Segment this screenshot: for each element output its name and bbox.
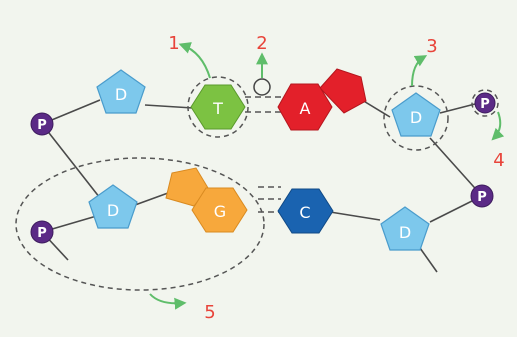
thymine-base: T (190, 84, 246, 130)
callout-2: 2 (256, 33, 267, 54)
bond-d1-t (144, 104, 194, 109)
adenine-label: A (300, 99, 311, 118)
sugar-2-label: D (410, 108, 422, 127)
arrow-5 (149, 293, 187, 310)
phosphate-4: P (30, 220, 54, 244)
callout-arrows (149, 42, 505, 310)
highlight-ring-bond (253, 78, 271, 96)
bond-a-d2 (361, 99, 391, 118)
sugar-2: D (391, 92, 441, 137)
sugar-1: D (96, 69, 146, 114)
callout-1: 1 (168, 33, 179, 54)
cytosine-hexagon (277, 188, 334, 234)
phosphate-3-label: P (477, 190, 487, 205)
highlight-ring-phosphate (471, 89, 499, 117)
callout-4: 4 (493, 150, 504, 171)
phosphate-2: P (474, 92, 496, 114)
highlight-ring-thymine (187, 76, 249, 138)
bond-d2-p4 (439, 103, 476, 114)
adenine-pentagon (319, 68, 367, 114)
cytosine-label: C (299, 203, 310, 222)
callout-3: 3 (426, 36, 437, 57)
adenine-hexagon (277, 83, 333, 131)
thymine-hexagon (190, 84, 246, 130)
arrow-1 (178, 42, 211, 79)
bond-d3-g (134, 192, 169, 206)
sugar-4-label: D (399, 223, 411, 242)
bond-c-d4 (329, 211, 381, 221)
thymine-label: T (212, 99, 223, 118)
highlight-ellipse-nucleotide (15, 157, 265, 291)
callout-numbers: 1 2 3 4 5 (168, 33, 504, 323)
guanine-base: G (165, 167, 248, 233)
guanine-hexagon (191, 187, 248, 233)
sugar-1-label: D (115, 85, 127, 104)
arrow-4 (491, 111, 505, 141)
guanine-label: G (214, 202, 226, 221)
bond-d4-tail (419, 247, 438, 273)
adenine-base: A (277, 68, 367, 131)
sugar-3: D (88, 184, 138, 229)
bond-d2-p5 (429, 137, 483, 197)
arrow-3 (411, 55, 428, 87)
highlight-rings (15, 76, 499, 291)
cytosine-base: C (277, 188, 334, 234)
phosphate-1-label: P (37, 118, 47, 133)
phosphate-2-label: P (480, 97, 490, 112)
phosphate-1: P (30, 112, 54, 136)
callout-5: 5 (204, 302, 215, 323)
sugar-4: D (380, 206, 430, 251)
phosphate-4-label: P (37, 226, 47, 241)
bond-p1-d3 (41, 123, 101, 199)
highlight-ring-sugar (383, 85, 449, 151)
phosphate-3: P (470, 184, 494, 208)
sugar-3-label: D (107, 201, 119, 220)
